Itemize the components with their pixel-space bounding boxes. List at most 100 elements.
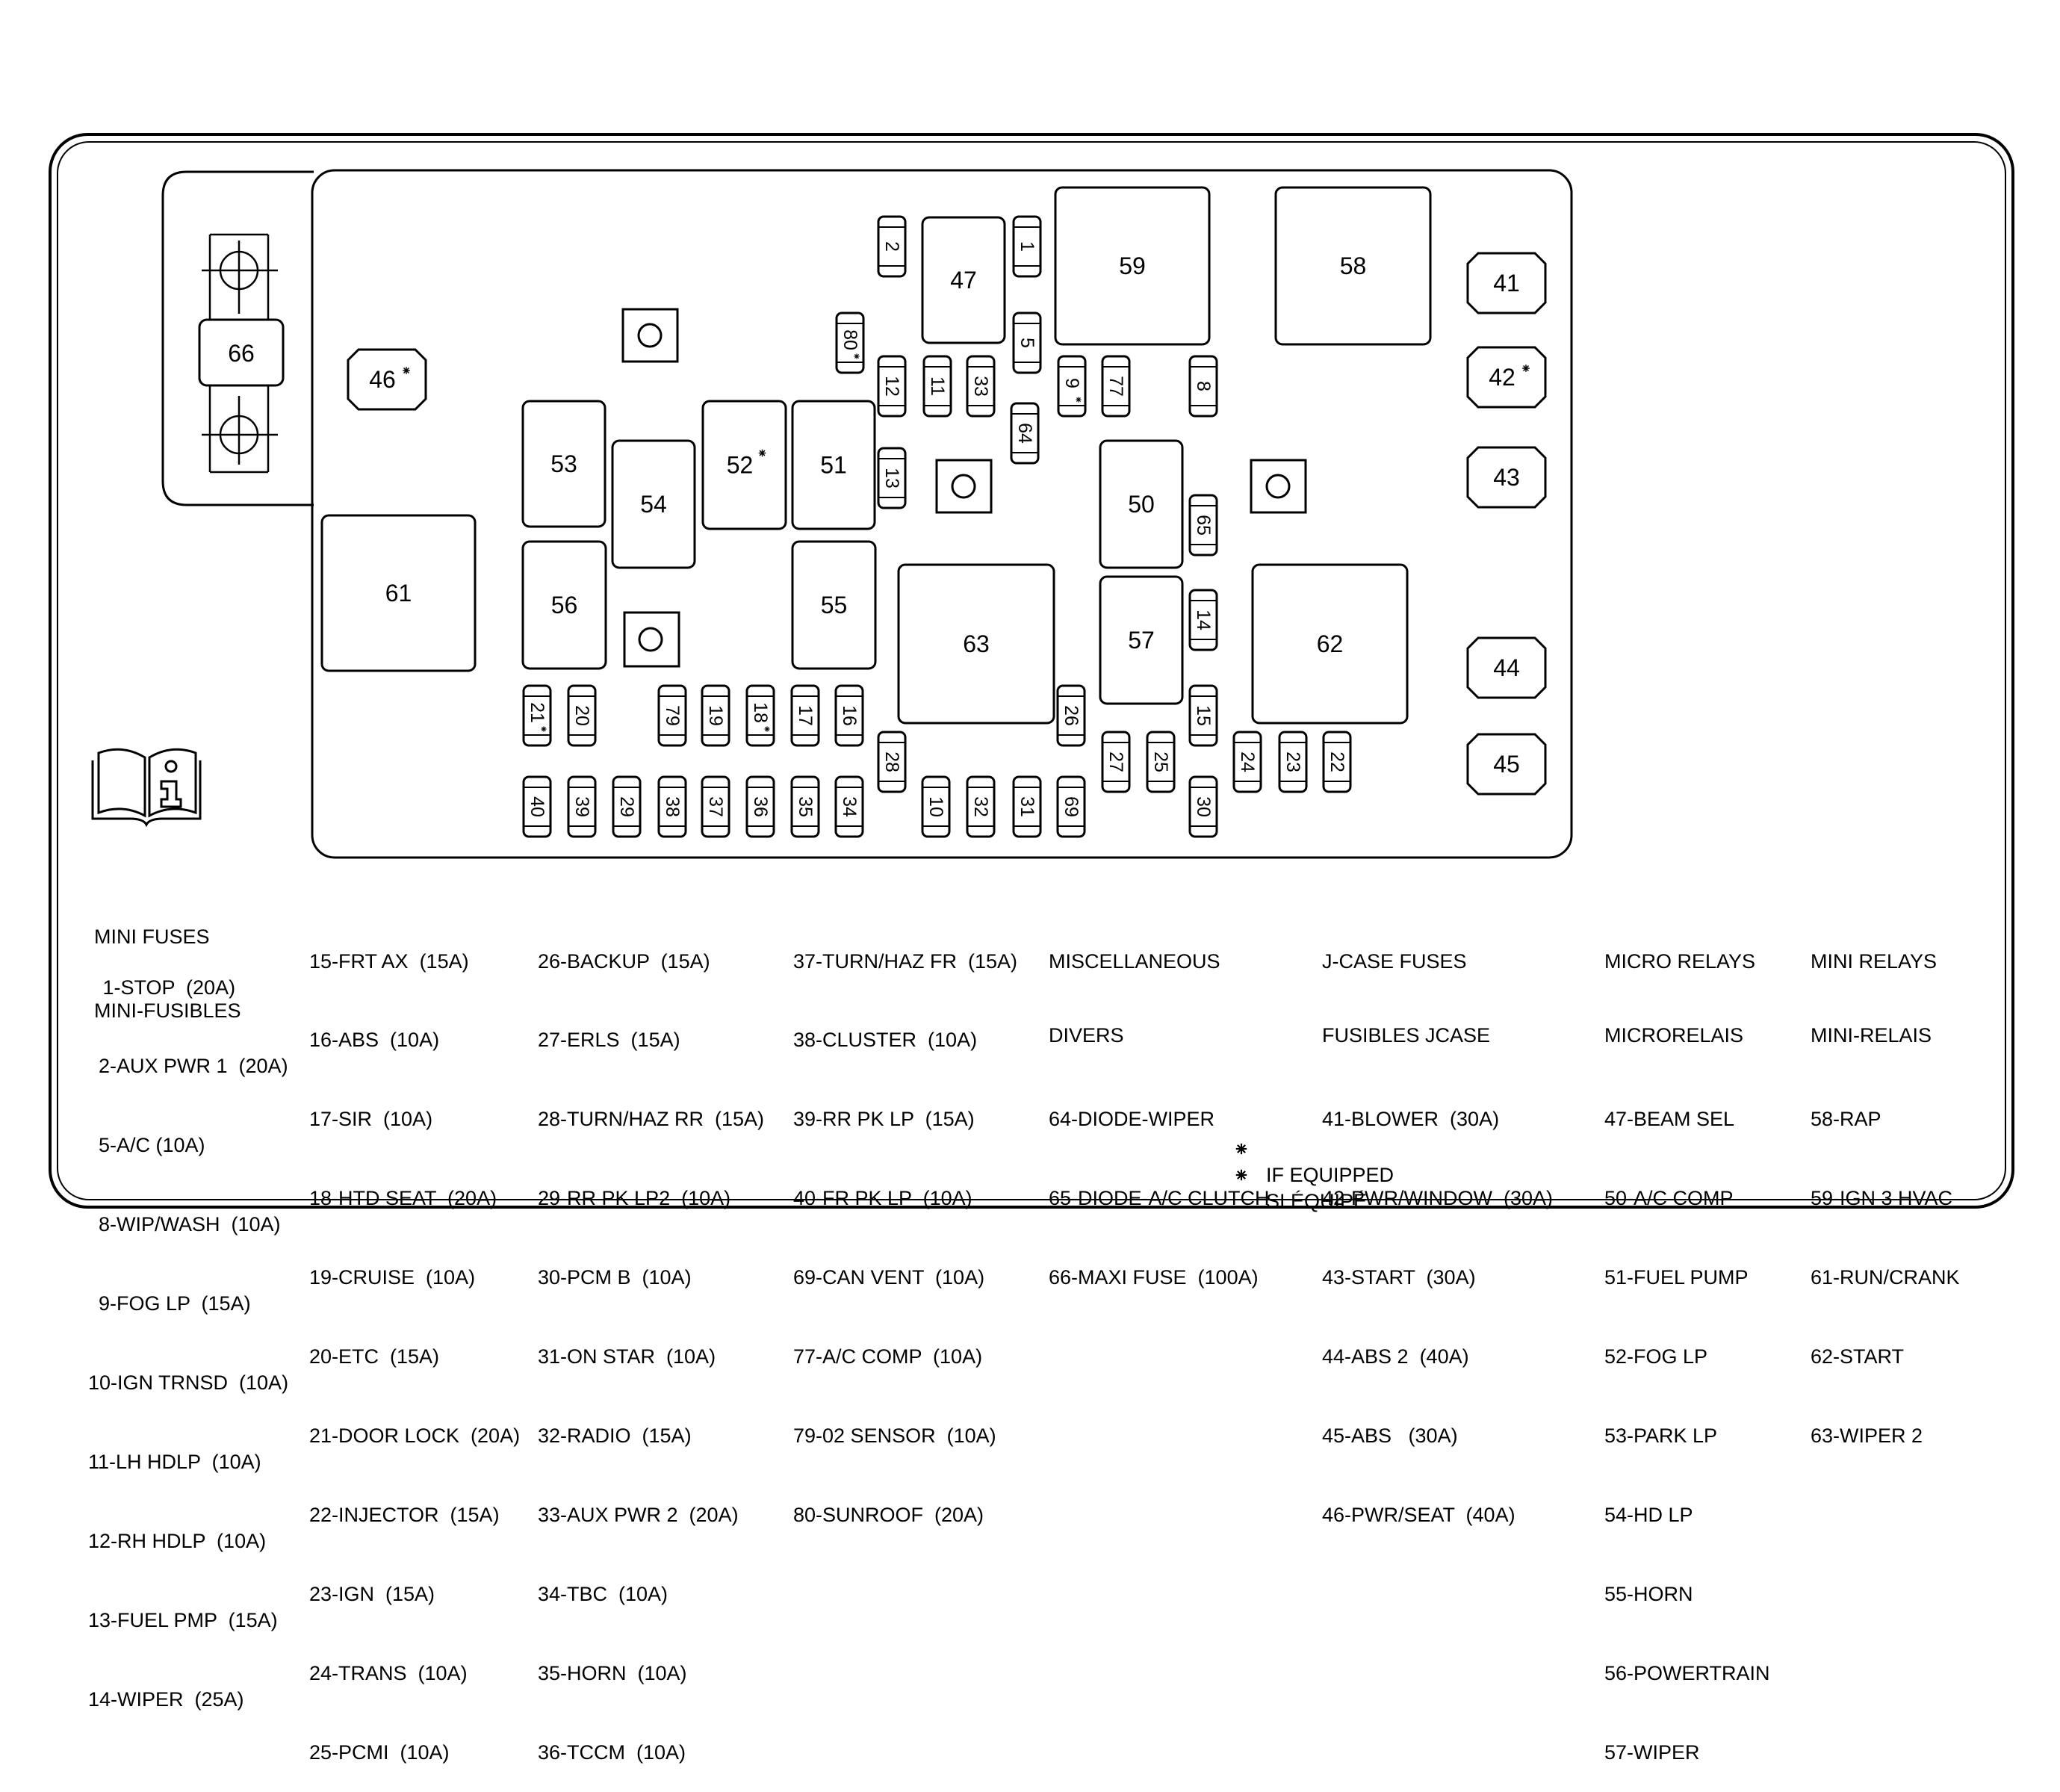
legend-item: 36-TCCM (10A) [538,1740,686,1764]
jcase-fuse-41: 41 [1466,252,1547,314]
mini-fuse-20: 20 [567,684,597,747]
fuse-label: 14 [1193,610,1214,630]
fuse-label: 39 [571,796,592,817]
note-si-equipe: SI ÉQUIPÉ [1255,1162,1367,1215]
relay-label: 51 [820,452,847,479]
legend-jcase-fuses: J-CASE FUSES FUSIBLES JCASE 41-BLOWER (3… [1322,896,1553,1554]
legend-item: 27-ERLS (15A) [538,1029,680,1052]
legend-item: 15-FRT AX (15A) [309,949,469,973]
legend-item: 61-RUN/CRANK [1811,1266,1960,1289]
micro-relay-50: 50 [1099,439,1184,569]
legend-item: 11-LH HDLP (10A) [88,1450,261,1473]
legend-item: 65-DIODE-A/C CLUTCH [1049,1187,1270,1210]
fuse-label: 18 [750,702,771,723]
mini-fuse-69: 69 [1056,775,1086,838]
fuse-label: 37 [705,796,726,817]
legend-item: 80-SUNROOF (20A) [793,1503,984,1526]
mini-fuse-39: 39 [567,775,597,838]
jcase-fuse-43: 43 [1466,446,1547,509]
fuse-label: 12 [881,376,902,397]
asterisk-icon [853,353,860,360]
legend-item: 46-PWR/SEAT (40A) [1322,1503,1515,1526]
fuse-label: 16 [839,705,860,726]
fuse-label: 8 [1193,381,1214,391]
mini-fuse-19: 19 [701,684,730,747]
legend-item: 25-PCMI (10A) [309,1740,450,1764]
mini-fuse-37: 37 [701,775,730,838]
legend-micro-relays: MICRO RELAYS MICRORELAIS 47-BEAM SEL 50-… [1604,896,1770,1792]
legend-item: 34-TBC (10A) [538,1582,668,1605]
mini-fuse-1: 1 [1012,215,1042,278]
asterisk-icon [540,725,547,733]
maxi-fuse-label: 66 [228,340,255,367]
mini-relay-59: 59 [1054,186,1211,346]
legend-item: 63-WIPER 2 [1811,1424,1923,1447]
legend-item: 38-CLUSTER (10A) [793,1029,978,1052]
micro-relay-56: 56 [521,540,607,670]
mini-fuse-12: 12 [877,355,907,418]
fuse-label: 23 [1282,751,1303,772]
relay-label: 54 [640,491,667,518]
mini-fuse-36: 36 [745,775,775,838]
mini-relay-63: 63 [897,563,1055,725]
legend-header: J-CASE FUSES [1322,949,1467,973]
fuse-label: 80 [840,329,860,350]
jcase-label: 41 [1493,270,1520,297]
legend-item: 10-IGN TRNSD (10A) [88,1371,289,1395]
jcase-label: 46 [369,366,396,393]
legend-header: FUSIBLES JCASE [1322,1024,1491,1047]
mini-fuse-80: 80 [835,311,865,374]
legend-item: 56-POWERTRAIN [1604,1661,1770,1684]
fuse-label: 38 [662,796,683,817]
legend-item: 21-DOOR LOCK (20A) [309,1424,521,1447]
legend-item: 59-IGN 3 HVAC [1811,1187,1953,1210]
fuse-label: 11 [927,376,948,396]
micro-relay-53: 53 [521,400,606,528]
fuse-label: 34 [839,796,860,817]
fuse-label: 28 [881,751,902,772]
fuse-label: 69 [1061,796,1082,817]
mini-fuse-30: 30 [1188,775,1218,838]
relay-label: 47 [950,267,977,294]
jcase-fuse-42: 42 [1466,346,1547,409]
fuse-label: 79 [662,705,683,726]
legend-item: 17-SIR (10A) [309,1108,433,1131]
legend-item: 77-A/C COMP (10A) [793,1345,983,1368]
mini-fuse-24: 24 [1232,731,1262,793]
legend-item: 69-CAN VENT (10A) [793,1266,985,1289]
legend-item: 44-ABS 2 (40A) [1322,1345,1469,1368]
mini-fuse-33: 33 [966,355,996,418]
micro-relay-47: 47 [921,216,1006,344]
mini-fuse-14: 14 [1188,589,1218,651]
relay-label: 56 [551,592,578,618]
fuse-label: 19 [705,705,726,726]
legend-item: 51-FUEL PUMP [1604,1266,1749,1289]
fuse-label: 20 [571,705,592,726]
housing-outline-inner [57,141,2006,1200]
fuse-label: 32 [970,796,991,817]
asterisk-icon [1075,396,1082,403]
mini-fuse-16: 16 [834,684,864,747]
legend-item: 79-02 SENSOR (10A) [793,1424,996,1447]
mini-fuse-2: 2 [877,215,907,278]
jcase-fuse-46: 46 [347,348,427,411]
legend-item: 37-TURN/HAZ FR (15A) [793,949,1018,973]
mini-fuse-34: 34 [834,775,864,838]
legend-item: 31-ON STAR (10A) [538,1345,716,1368]
asterisk-icon [1521,364,1530,373]
legend-item: 12-RH HDLP (10A) [88,1529,267,1552]
legend-col-4: 37-TURN/HAZ FR (15A) 38-CLUSTER (10A) 39… [793,896,1017,1554]
mini-fuse-18: 18 [745,684,775,747]
housing-outline [49,133,2014,1209]
legend-item: 22-INJECTOR (15A) [309,1503,500,1526]
mini-relay-61: 61 [320,514,477,672]
legend-item: 1-STOP (20A) [97,976,236,999]
legend-item: 64-DIODE-WIPER [1049,1108,1215,1131]
legend-col-2: 15-FRT AX (15A) 16-ABS (10A) 17-SIR (10A… [309,896,520,1792]
fuse-label: 40 [527,796,547,817]
fuse-label: 10 [925,796,946,817]
fuse-label: 22 [1327,751,1347,772]
fuse-label: 24 [1237,751,1258,772]
